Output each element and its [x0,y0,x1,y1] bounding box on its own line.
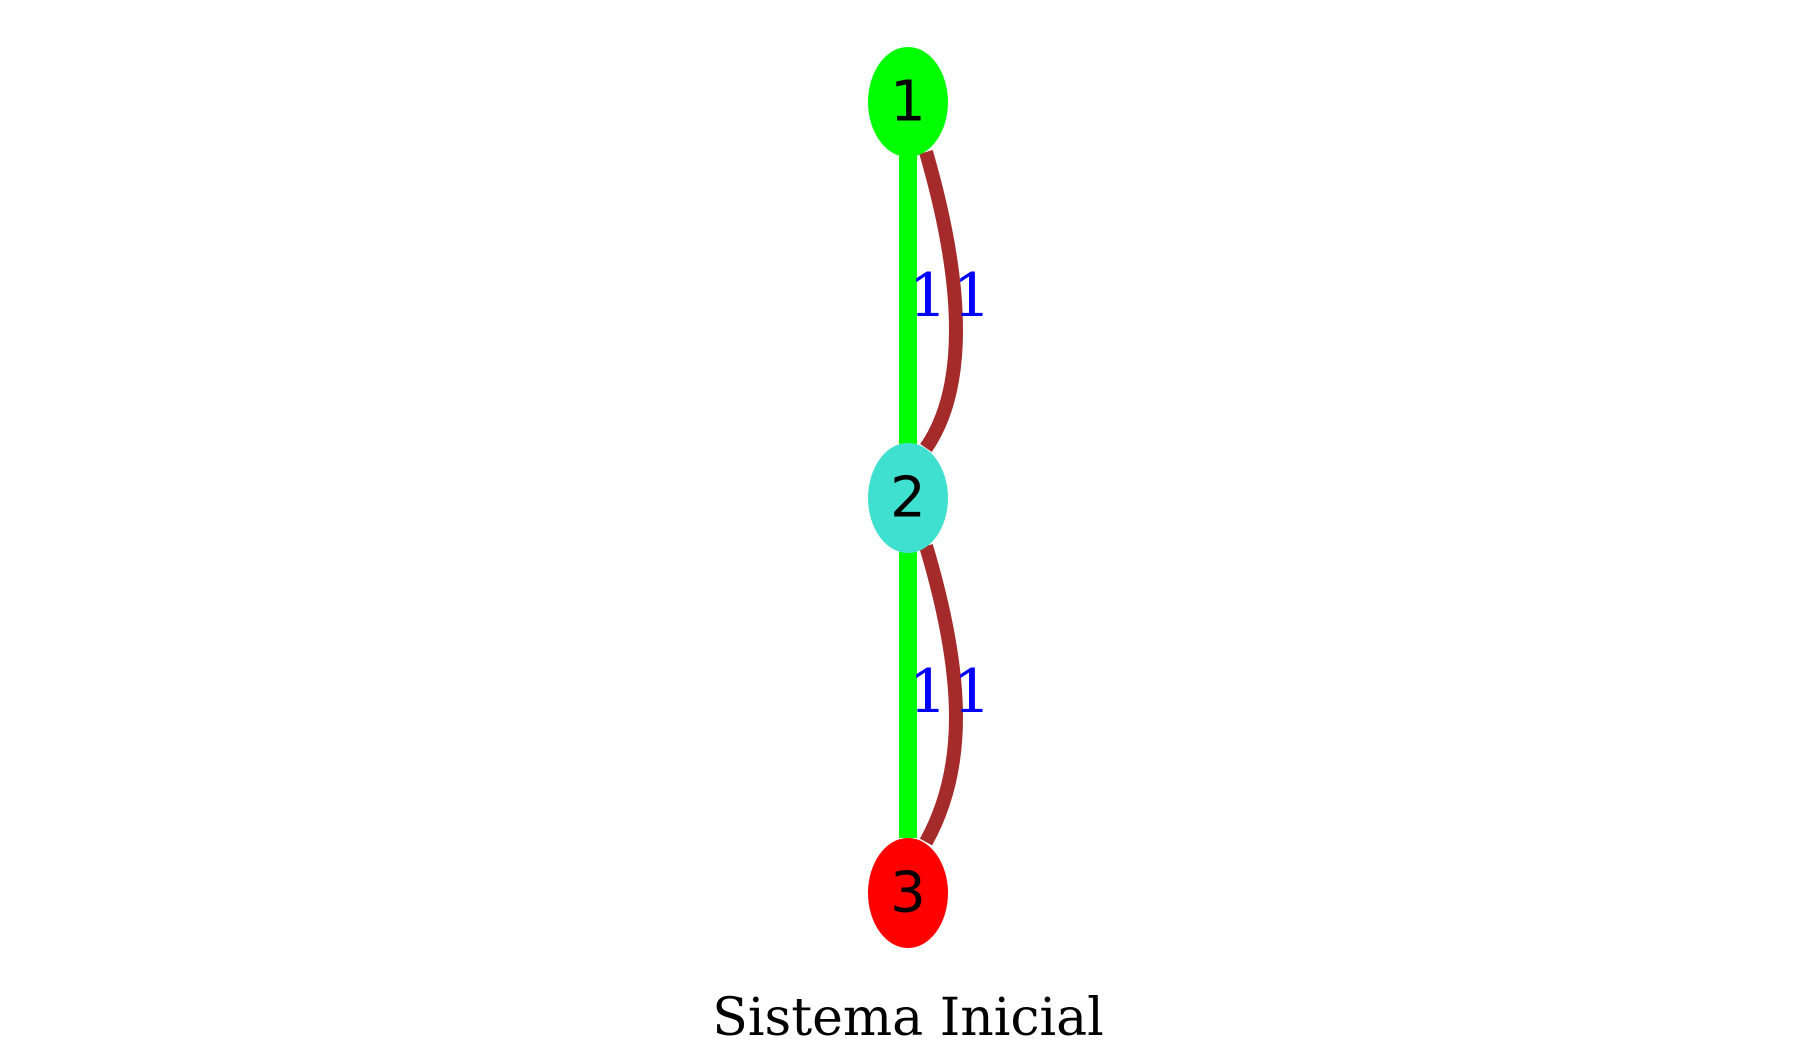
node-1-label: 1 [890,70,926,135]
node-3-shape [868,838,948,948]
edge-2-3-curved [919,543,963,846]
edge-label-2-3-straight: 1 [909,657,947,727]
edge-label-2-3-curved: 1 [953,657,991,727]
node-3: 3 [868,838,948,948]
node-2: 2 [868,443,948,553]
edge-1-2-curved [919,150,963,452]
node-1-shape [868,47,948,157]
edge-label-1-2-curved: 1 [953,261,991,331]
node-2-shape [868,443,948,553]
node-3-label: 3 [890,861,926,926]
edge-label-1-2-straight: 1 [909,261,947,331]
node-1: 1 [868,47,948,157]
diagram-caption: Sistema Inicial [712,988,1104,1048]
node-2-label: 2 [890,466,926,531]
